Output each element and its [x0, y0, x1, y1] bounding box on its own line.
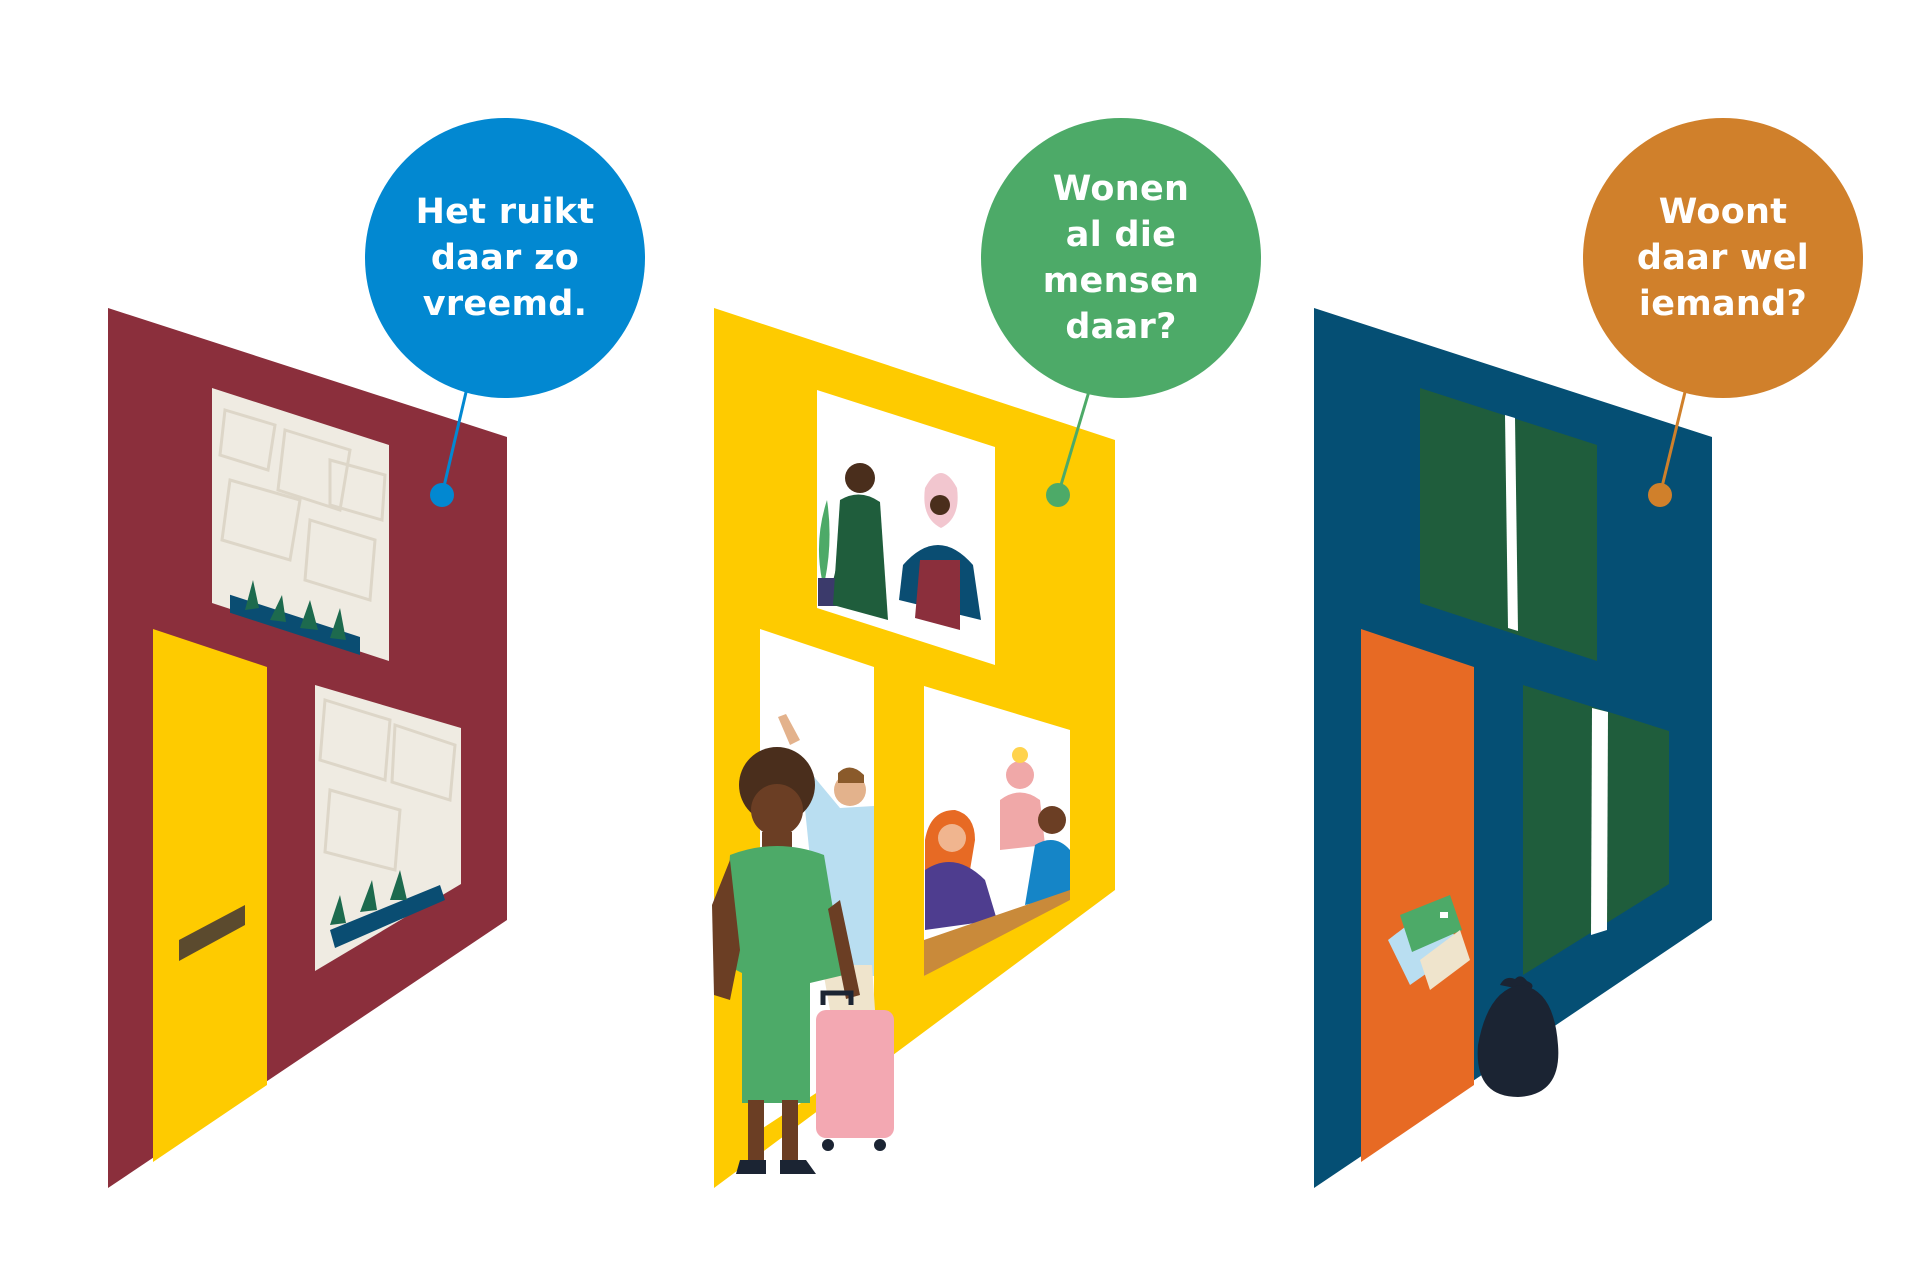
speech-bubble-blue-text: Het ruikt daar zo vreemd.: [415, 192, 595, 324]
letters-stuck-icon: [1388, 895, 1470, 990]
speech-bubble-blue: [365, 118, 645, 507]
lower-window-newspaper: [315, 685, 461, 971]
trash-bag-icon: [1477, 976, 1559, 1097]
speech-bubble-green-text: Wonen al die mensen daar?: [1042, 169, 1200, 347]
speech-bubble-green-text-box: Wonen al die mensen daar?: [981, 118, 1261, 398]
speech-bubble-green: [981, 118, 1261, 507]
upper-window-curtains: [1420, 388, 1597, 661]
speech-bubble-blue-text-box: Het ruikt daar zo vreemd.: [365, 118, 645, 398]
front-door: [1361, 629, 1474, 1162]
front-door: [153, 629, 267, 1162]
upper-window-people: [817, 390, 995, 665]
lower-window-people: [924, 686, 1070, 976]
plant-icon: [245, 580, 346, 640]
speech-bubble-orange-text-box: Woont daar wel iemand?: [1583, 118, 1863, 398]
person-woman-suitcase: [712, 747, 894, 1174]
person-man-green: [833, 463, 888, 620]
person-man-beard: [1025, 806, 1070, 905]
house-yellow: [712, 308, 1115, 1188]
speech-bubble-orange: [1583, 118, 1863, 507]
person-woman-hijab: [899, 473, 981, 630]
upper-window-newspaper: [212, 388, 389, 661]
plant-icon: [330, 870, 407, 925]
mail-slot: [179, 905, 245, 961]
suitcase-icon: [816, 990, 894, 1151]
person-woman-blonde: [1000, 747, 1045, 850]
lower-window-curtains: [1523, 685, 1669, 975]
house-maroon: [108, 308, 507, 1188]
speech-bubble-orange-text: Woont daar wel iemand?: [1636, 192, 1810, 324]
house-navy: [1314, 308, 1712, 1188]
person-woman-redhead: [925, 810, 997, 930]
